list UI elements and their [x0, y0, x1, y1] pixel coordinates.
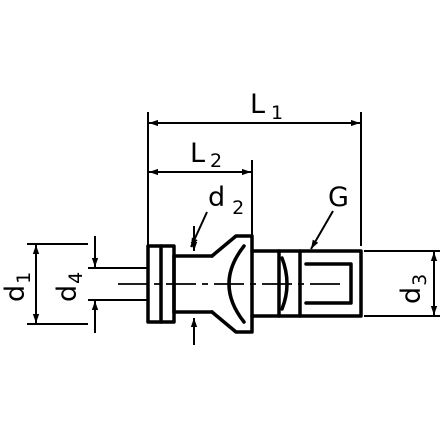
thread-inner	[304, 262, 353, 305]
dimension-l1	[147, 112, 362, 246]
label-d3: d3	[396, 274, 431, 304]
label-g: G	[328, 182, 349, 213]
dimension-d3	[364, 250, 440, 317]
label-d4: d4	[52, 272, 87, 302]
leader-g	[310, 210, 334, 250]
dimension-d4	[88, 236, 148, 333]
neck	[172, 254, 214, 314]
dimension-l2	[149, 160, 253, 240]
dimension-d1	[27, 243, 88, 325]
label-d1: d1	[0, 272, 35, 302]
shank	[250, 249, 363, 318]
